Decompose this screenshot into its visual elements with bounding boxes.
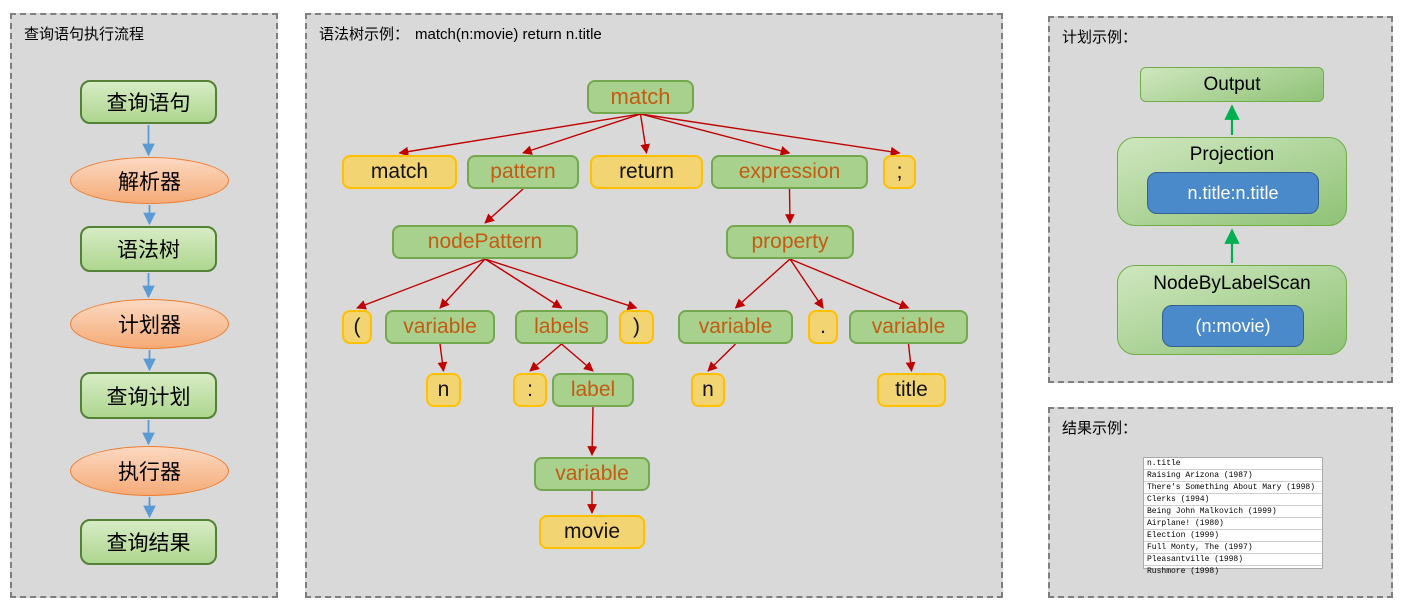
tree-node-lparen: (: [342, 310, 372, 344]
tree-node-root: match: [587, 80, 694, 114]
tree-node-label: label: [552, 373, 634, 407]
plan-projection-value-chip: n.title:n.title: [1147, 172, 1319, 214]
tree-node-rparen: ): [619, 310, 654, 344]
tree-node-property: property: [726, 225, 854, 259]
result-row: Rushmore (1998): [1147, 567, 1220, 576]
tree-node-variable4: variable: [534, 457, 650, 491]
result-row: Clerks (1994): [1144, 494, 1322, 506]
tree-node-kw_match: match: [342, 155, 457, 189]
flow-step-4: 计划器: [70, 299, 229, 349]
plan-scan-value-chip: (n:movie): [1162, 305, 1304, 347]
flow-step-3: 语法树: [80, 226, 217, 272]
tree-node-n2: n: [691, 373, 725, 407]
result-row: Pleasantville (1998): [1144, 554, 1322, 566]
result-row: There's Something About Mary (1998): [1144, 482, 1322, 494]
flow-step-7: 查询结果: [80, 519, 217, 565]
tree-node-kw_return: return: [590, 155, 703, 189]
tree-node-n1: n: [426, 373, 461, 407]
syntax-tree-title-label: 语法树示例：: [319, 25, 410, 43]
syntax-tree-query-text: match(n:movie) return n.title: [415, 26, 602, 43]
result-row: Airplane! (1980): [1144, 518, 1322, 530]
flow-step-1: 查询语句: [80, 80, 217, 124]
tree-node-colon: :: [513, 373, 547, 407]
tree-node-variable3: variable: [849, 310, 968, 344]
tree-node-pattern: pattern: [467, 155, 579, 189]
tree-node-semicolon: ;: [883, 155, 916, 189]
tree-node-expression: expression: [711, 155, 868, 189]
plan-output-box: Output: [1140, 67, 1324, 102]
flow-diagram: 查询语句解析器语法树计划器查询计划执行器查询结果: [12, 15, 276, 596]
result-row: Election (1999): [1144, 530, 1322, 542]
result-header-row: n.title: [1144, 458, 1322, 470]
tree-node-title: title: [877, 373, 946, 407]
syntax-tree-panel: 语法树示例：match(n:movie) return n.title matc…: [305, 13, 1003, 598]
tree-node-labels: labels: [515, 310, 608, 344]
result-panel-title: 结果示例：: [1062, 419, 1138, 437]
flow-step-5: 查询计划: [80, 372, 217, 419]
result-row: Raising Arizona (1987): [1144, 470, 1322, 482]
tree-node-dot: .: [808, 310, 838, 344]
tree-node-nodePattern: nodePattern: [392, 225, 578, 259]
result-row: Full Monty, The (1997): [1144, 542, 1322, 554]
result-row: Being John Malkovich (1999): [1144, 506, 1322, 518]
tree-node-variable1: variable: [385, 310, 495, 344]
plan-projection-label: Projection: [1189, 144, 1275, 165]
flow-step-2: 解析器: [70, 157, 229, 204]
plan-output-label: Output: [1203, 73, 1261, 95]
plan-scan-label: NodeByLabelScan: [1153, 273, 1311, 294]
tree-node-variable2: variable: [678, 310, 793, 344]
syntax-tree-panel-title: 语法树示例： match(n:movie) return n.title: [319, 23, 602, 44]
flow-step-6: 执行器: [70, 446, 229, 496]
plan-panel-title: 计划示例：: [1062, 28, 1138, 46]
tree-node-movie: movie: [539, 515, 645, 549]
flow-panel: 查询语句执行流程 查询语句解析器语法树计划器查询计划执行器查询结果: [10, 13, 278, 598]
flow-panel-title: 查询语句执行流程: [24, 25, 145, 43]
plan-panel: 计划示例： Output Projection n.title:n.title …: [1048, 16, 1393, 383]
